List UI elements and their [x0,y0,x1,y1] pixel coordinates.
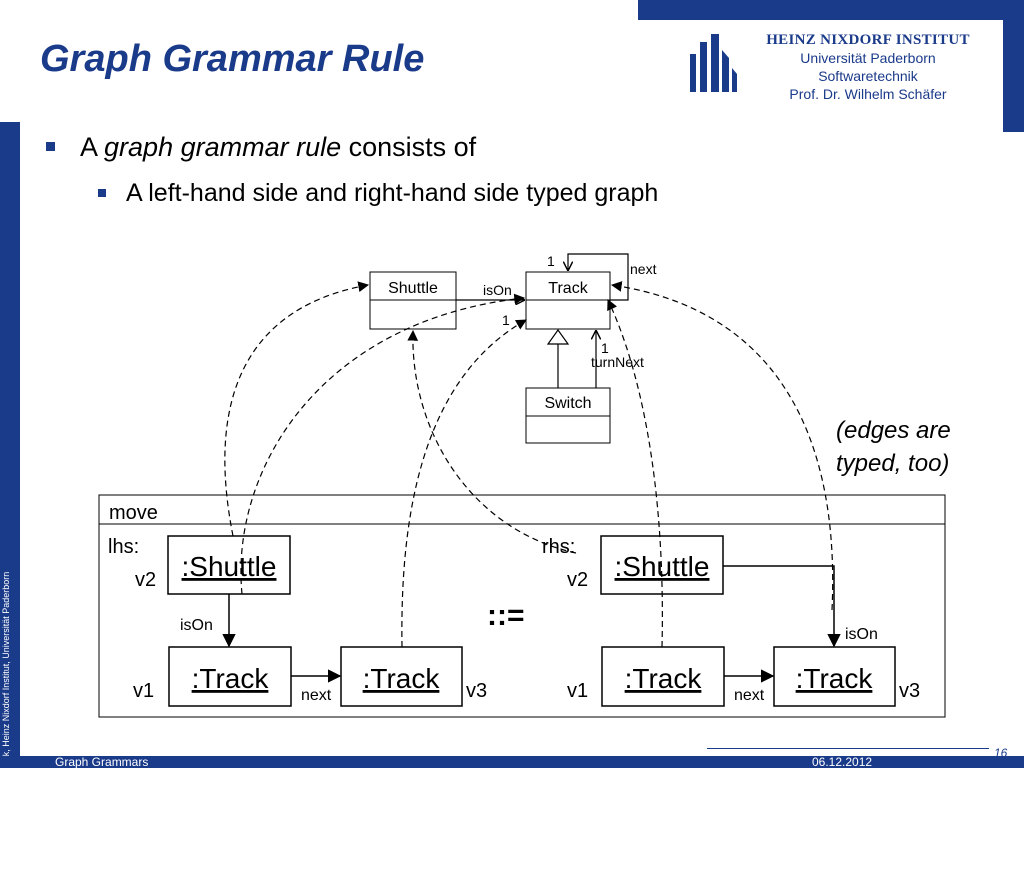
footer-topic: Graph Grammars [55,755,149,769]
bullet-2: A left-hand side and right-hand side typ… [126,179,659,207]
bullet-1-suffix: consists of [341,132,477,162]
shuttle-class-name: Shuttle [388,280,438,297]
rule-frame: move ::= [98,494,946,718]
footer-divider [707,748,989,749]
typing-edges [224,281,834,648]
typing-edge-rhs-ison [610,281,834,611]
rhs-track1-node [601,646,725,707]
rhs-graph: rhs: :Shuttle v2 isOn :Track v1 :Track v… [542,535,920,707]
next-association-label: next [630,261,657,277]
graph-grammar-diagram: Shuttle Track Switch isOn 1 1 next 1 tur… [98,253,946,718]
note-line-1: (edges are [836,417,951,444]
rhs-v2-label: v2 [567,569,588,591]
lhs-ison-label: isOn [180,617,213,634]
switch-class-name: Switch [544,395,591,412]
bullet-1: A graph grammar rule consists of [80,132,476,163]
track-class: Track [525,271,611,330]
lhs-label: lhs: [108,536,139,558]
institute-logo: HEINZ NIXDORF INSTITUT Universität Pader… [688,28,994,114]
ison-association-label: isOn [483,282,512,298]
rule-name: move [109,502,158,524]
bullet-1-term: graph grammar rule [104,132,342,162]
slide-title: Graph Grammar Rule [40,38,425,80]
type-graph: Shuttle Track Switch isOn 1 1 next 1 tur… [369,253,657,444]
bullet-marker-2 [98,189,106,197]
typing-edge-lhs-shuttle [224,281,370,537]
logo-university: Universität Paderborn [800,50,936,66]
next-multiplicity: 1 [547,253,555,269]
lhs-v1-label: v1 [133,680,154,702]
rhs-track2-node [773,646,896,707]
right-accent-bar [1003,20,1024,132]
rhs-v3-label: v3 [899,680,920,702]
typing-edge-rhs-shuttle [407,329,577,554]
ison-multiplicity: 1 [502,312,510,328]
left-accent-bar: © Fachgebiet Softwaretechnik, Heinz Nixd… [0,122,20,872]
top-accent-bar [638,0,1024,20]
lhs-track2-node [340,646,463,707]
logo-text: HEINZ NIXDORF INSTITUT Universität Pader… [742,32,994,103]
lhs-v3-label: v3 [466,680,487,702]
bullet-marker-1 [46,142,55,151]
rhs-ison-label: isOn [845,626,878,643]
logo-professor: Prof. Dr. Wilhelm Schäfer [789,86,947,102]
rhs-next-label: next [734,687,765,704]
lhs-shuttle-label: :Shuttle [182,551,277,582]
lhs-track2-label: :Track [363,663,441,694]
next-association [568,253,629,301]
logo-department: Softwaretechnik [818,68,918,84]
turnnext-multiplicity: 1 [601,340,609,356]
rhs-v1-label: v1 [567,680,588,702]
switch-class: Switch [525,387,611,444]
typing-edge-lhs-track2 [401,319,527,648]
lhs-track1-node [168,646,292,707]
lhs-next-label: next [301,687,332,704]
rhs-label: rhs: [542,536,575,558]
track-class-name: Track [548,280,588,297]
bullet-1-prefix: A [80,132,105,162]
rhs-track1-label: :Track [625,663,703,694]
typing-edge-lhs-ison [240,293,526,595]
shuttle-class: Shuttle [369,271,457,330]
edges-typed-note: (edges are typed, too) [836,414,951,480]
typing-edge-rhs-track1 [607,299,663,648]
generalization-arrow-icon [546,328,570,345]
rule-operator: ::= [487,599,525,632]
logo-institute-name: HEINZ NIXDORF INSTITUT [766,32,970,48]
rhs-track2-label: :Track [796,663,874,694]
lhs-track1-label: :Track [192,663,270,694]
footer-date: 06.12.2012 [812,755,873,769]
lhs-v2-label: v2 [135,569,156,591]
lhs-graph: lhs: :Shuttle v2 isOn :Track v1 :Track v… [108,535,487,707]
hni-logo-icon [690,34,737,92]
turnnext-association-label: turnNext [591,354,644,370]
footer-bar [0,756,1024,768]
rhs-ison-edge [723,565,841,648]
note-line-2: typed, too) [836,450,950,477]
